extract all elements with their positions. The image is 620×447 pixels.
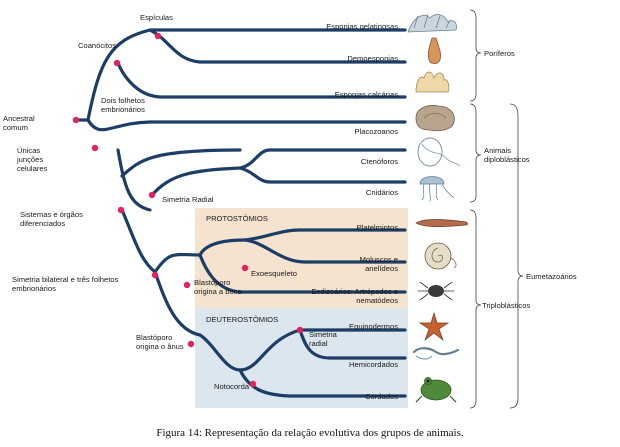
node-exoesqueleto <box>241 264 249 272</box>
branch-hemicordados <box>298 328 407 360</box>
label-simetria-radial: Simetria Radial <box>162 195 214 204</box>
taxon-placozoanos: Placozoanos <box>354 127 398 136</box>
label-blastoporo-anus: Blastóporo origina o ânus <box>136 333 184 351</box>
label-simetria-radial-2: Simetria radial <box>309 330 337 348</box>
branch-cnidarios <box>238 166 407 184</box>
figure-caption: Figura 14: Representação da relação evol… <box>156 427 464 439</box>
bracket-poriferos <box>469 9 482 102</box>
label-simetria-bilateral: Simetria bilateral e três folhetos embri… <box>12 275 119 293</box>
taxon-ecdizoarios: Ecdizoários: Artrópodos e nematódeos <box>311 287 398 305</box>
label-ancestral: Ancestral comum <box>3 114 35 132</box>
branch-platelmintos <box>243 228 407 242</box>
sponge-icon <box>427 37 441 65</box>
node-sistemas <box>117 206 125 214</box>
taxon-ctenoforos: Ctenóforos <box>360 157 398 166</box>
bracket-label-triploblasticos: Triploblásticos <box>482 301 531 310</box>
bracket-label-diploblasticos: Animais diploblásticos <box>484 146 530 164</box>
acorn-worm-icon <box>412 347 460 360</box>
label-sistemas: Sistemas e órgãos diferenciados <box>20 210 83 228</box>
label-blastoporo-boca: Blastóporo origina a boca <box>194 278 242 296</box>
node-simetria-bilateral <box>151 271 159 279</box>
branch-placozoanos <box>86 118 407 132</box>
bracket-diploblasticos <box>469 103 482 203</box>
taxon-hemicordados: Hemicordados <box>349 360 398 369</box>
bracket-triploblasticos <box>469 209 482 409</box>
node-simetria-radial-2 <box>296 326 304 334</box>
branch-calcarias <box>116 61 407 99</box>
node-notocorda <box>249 380 257 388</box>
taxon-equinodermos: Equinodermos <box>349 322 398 331</box>
taxon-demoesponjas: Demoesponjas <box>347 54 398 63</box>
branch-cordados <box>238 368 407 398</box>
taxon-esponjas-calcarias: Esponjas calcárias <box>334 90 398 99</box>
node-ancestral <box>72 116 80 124</box>
branch-ecdizoarios <box>198 253 407 294</box>
node-blastoporo-anus <box>187 340 195 348</box>
taxon-esponjas-gelatinosas: Esponjas gelatinosas <box>326 22 398 31</box>
taxon-cordados: Cordados <box>365 392 398 401</box>
placozoan-icon <box>415 105 455 132</box>
label-unicas-juncoes: Únicas junções celulares <box>17 146 48 173</box>
jellyfish-icon <box>419 176 455 202</box>
taxon-platelmintos: Platelmintos <box>356 223 398 232</box>
bracket-label-eumetazoarios: Eumetazoários <box>526 272 577 281</box>
ctenophore-icon <box>417 137 461 167</box>
branch-bilateria <box>120 208 157 274</box>
tick-icon <box>418 281 454 301</box>
sponge-icon <box>407 13 457 33</box>
header-deuterostomios: DEUTEROSTÔMIOS <box>206 315 279 324</box>
node-blastoporo-boca <box>183 281 191 289</box>
flatworm-icon <box>415 219 468 227</box>
nautilus-icon <box>424 242 457 270</box>
starfish-icon <box>418 312 450 342</box>
taxon-moluscos: Moluscos e anelídeos <box>359 255 398 273</box>
label-coanocitos: Coanócitos <box>78 41 116 50</box>
frog-icon <box>415 377 457 403</box>
label-notocorda: Notocorda <box>214 382 250 391</box>
header-protostomios: PROTOSTÔMIOS <box>206 214 268 223</box>
bracket-label-poriferos: Poríferos <box>484 49 515 58</box>
node-simetria-radial <box>148 191 156 199</box>
label-especulas: Espículas <box>140 13 173 22</box>
branch-gelatinosas <box>86 28 407 122</box>
branch-eumetazoa <box>116 148 152 212</box>
bracket-eumetazoarios <box>509 103 524 409</box>
label-dois-folhetos: Dois folhetos embrionários <box>101 96 145 114</box>
label-exoesqueleto: Exoesqueleto <box>251 269 298 278</box>
taxon-cnidarios: Cnidários <box>365 188 398 197</box>
node-especulas <box>154 32 162 40</box>
node-coanocitos <box>113 59 121 67</box>
node-juncoes <box>91 144 99 152</box>
branch-moluscos <box>243 238 407 264</box>
sponge-icon <box>415 71 450 93</box>
